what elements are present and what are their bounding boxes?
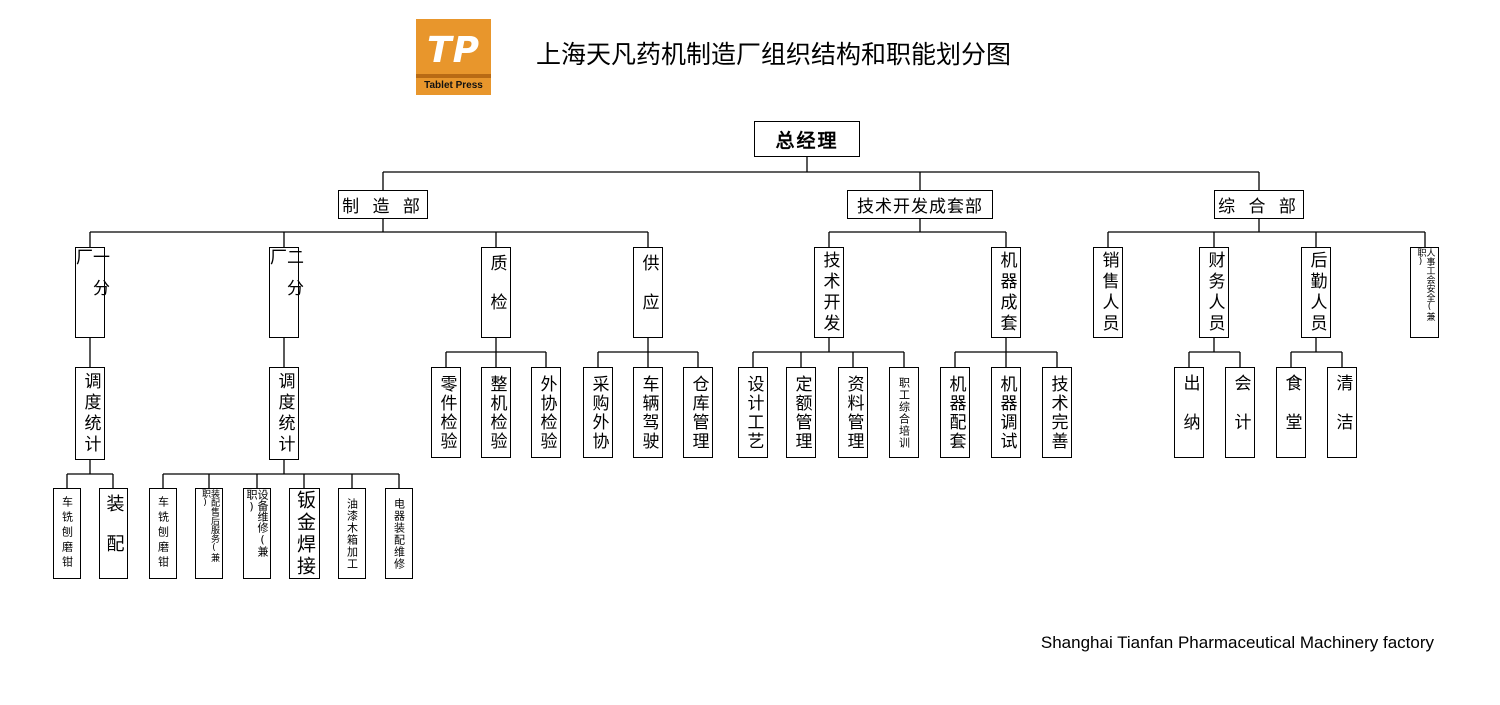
qc-label: 质检 (486, 253, 507, 332)
mfg-dept-box: 制 造 部 (338, 190, 428, 219)
page-subtitle: Shanghai Tianfan Pharmaceutical Machiner… (1040, 633, 1434, 652)
tech-dept-label: 技术开发成套部 (857, 197, 983, 217)
finance-box: 财务人员 (1199, 247, 1229, 338)
b2-sheet-box: 钣金焊接 (289, 488, 320, 579)
fin-accounting-label: 会计 (1230, 373, 1251, 452)
branch2-box: 二分厂 (266, 247, 303, 338)
b2-equipment-box: 设备维修(兼职) (243, 488, 271, 579)
gm-label: 总经理 (775, 129, 839, 152)
log-cleaning-label: 清洁 (1332, 373, 1353, 452)
supply-box: 供应 (633, 247, 663, 338)
machine-set-box: 机器成套 (991, 247, 1021, 338)
td-data-box: 资料管理 (838, 367, 868, 458)
finance-label: 财务人员 (1204, 250, 1225, 335)
qc-box: 质检 (481, 247, 511, 338)
logo-stripe (416, 74, 491, 78)
b2-paint-box: 油漆木箱加工 (338, 488, 366, 579)
ms-improve-label: 技术完善 (1047, 374, 1068, 451)
b2-machining-label: 车铣刨磨钳 (156, 496, 170, 571)
qc-parts-box: 零件检验 (431, 367, 461, 458)
sup-purchase-label: 采购外协 (588, 374, 609, 451)
b2-machining-box: 车铣刨磨钳 (149, 488, 177, 579)
b1-machining-label: 车铣刨磨钳 (60, 496, 74, 571)
tablet-press-logo: TP Tablet Press (416, 19, 491, 95)
qc-outsource-box: 外协检验 (531, 367, 561, 458)
td-design-label: 设计工艺 (743, 374, 764, 451)
ms-debug-label: 机器调试 (996, 374, 1017, 451)
sup-warehouse-label: 仓库管理 (688, 374, 709, 451)
ms-assembly-box: 机器配套 (940, 367, 970, 458)
td-quota-label: 定额管理 (791, 374, 812, 451)
ms-assembly-label: 机器配套 (945, 374, 966, 451)
td-training-box: 职工综合培训 (889, 367, 919, 458)
tech-dept-box: 技术开发成套部 (847, 190, 993, 219)
sales-label: 销售人员 (1098, 250, 1119, 335)
log-canteen-label: 食堂 (1281, 373, 1302, 452)
b2-electric-label: 电器装配维修 (392, 497, 406, 570)
b1-assembly-box: 装配 (99, 488, 128, 579)
logo-mark: TP (427, 30, 480, 71)
hr-box: 人事工会安全(兼职) (1410, 247, 1439, 338)
branch2-label: 二分厂 (266, 248, 303, 310)
td-data-label: 资料管理 (843, 374, 864, 451)
qc-outsource-label: 外协检验 (536, 374, 557, 451)
fin-accounting-box: 会计 (1225, 367, 1255, 458)
machine-set-label: 机器成套 (996, 250, 1017, 335)
sup-vehicle-label: 车辆驾驶 (638, 374, 659, 451)
general-dept-box: 综 合 部 (1214, 190, 1304, 219)
qc-machine-box: 整机检验 (481, 367, 511, 458)
ms-improve-box: 技术完善 (1042, 367, 1072, 458)
gm-box: 总经理 (754, 121, 860, 157)
b2-paint-label: 油漆木箱加工 (345, 497, 359, 570)
logo-caption: Tablet Press (424, 80, 483, 91)
logistics-label: 后勤人员 (1306, 250, 1327, 335)
sched2-box: 调度统计 (269, 367, 299, 460)
page-title: 上海天凡药机制造厂组织结构和职能划分图 (536, 40, 1012, 69)
b2-sheet-label: 钣金焊接 (294, 489, 316, 578)
fin-cashier-box: 出纳 (1174, 367, 1204, 458)
td-design-box: 设计工艺 (738, 367, 768, 458)
branch1-label: 一分厂 (72, 248, 109, 310)
td-quota-box: 定额管理 (786, 367, 816, 458)
tech-dev-label: 技术开发 (819, 250, 840, 335)
log-canteen-box: 食堂 (1276, 367, 1306, 458)
log-cleaning-box: 清洁 (1327, 367, 1357, 458)
b1-assembly-label: 装配 (103, 493, 125, 574)
b1-machining-box: 车铣刨磨钳 (53, 488, 81, 579)
branch1-box: 一分厂 (72, 247, 109, 338)
b2-equipment-label: 设备维修(兼职) (245, 489, 269, 557)
sup-warehouse-box: 仓库管理 (683, 367, 713, 458)
general-dept-label: 综 合 部 (1218, 197, 1300, 217)
td-training-label: 职工综合培训 (897, 376, 911, 449)
b2-electric-box: 电器装配维修 (385, 488, 413, 579)
b2-assembly-service-label: 装配售后服务(兼职) (200, 489, 219, 562)
sched1-label: 调度统计 (80, 371, 101, 456)
sup-vehicle-box: 车辆驾驶 (633, 367, 663, 458)
sched2-label: 调度统计 (274, 371, 295, 456)
ms-debug-box: 机器调试 (991, 367, 1021, 458)
sup-purchase-box: 采购外协 (583, 367, 613, 458)
supply-label: 供应 (638, 253, 659, 332)
tech-dev-box: 技术开发 (814, 247, 844, 338)
hr-label: 人事工会安全(兼职) (1415, 248, 1435, 321)
logistics-box: 后勤人员 (1301, 247, 1331, 338)
sched1-box: 调度统计 (75, 367, 105, 460)
b2-assembly-service-box: 装配售后服务(兼职) (195, 488, 223, 579)
fin-cashier-label: 出纳 (1179, 373, 1200, 452)
mfg-dept-label: 制 造 部 (342, 197, 424, 217)
qc-parts-label: 零件检验 (436, 374, 457, 451)
sales-box: 销售人员 (1093, 247, 1123, 338)
qc-machine-label: 整机检验 (486, 374, 507, 451)
